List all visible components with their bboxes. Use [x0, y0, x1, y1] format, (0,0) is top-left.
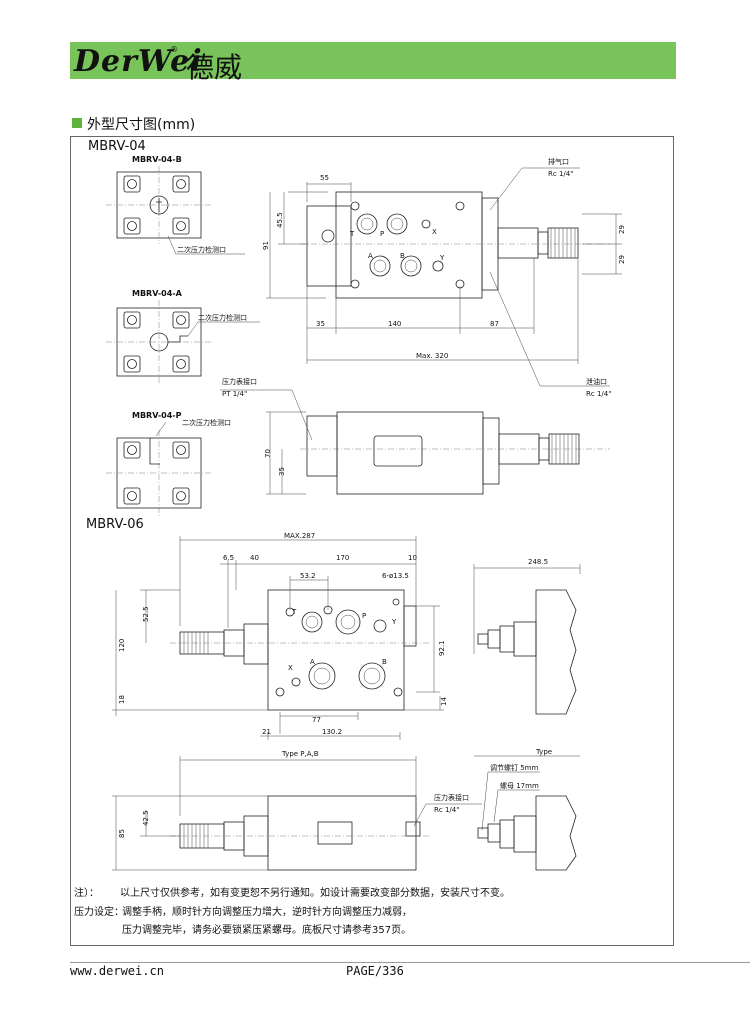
dim-21: 21	[262, 728, 271, 736]
holes-label: 6-ø13.5	[382, 572, 409, 580]
dim-92-1: 92.1	[438, 640, 446, 656]
dim-77: 77	[312, 716, 321, 724]
pressure-text-1: 调整手柄，顺时针方向调整压力增大，逆时针方向调整压力减弱，	[122, 907, 412, 918]
vent-rc-label: Rc 1/4"	[548, 170, 573, 178]
pressure-label: 压力设定：	[74, 907, 124, 918]
dim-87: 87	[490, 320, 499, 328]
note-text: 以上尺寸仅供参考，如有变更恕不另行通知。如设计需要改变部分数据，安装尺寸不变。	[120, 888, 510, 899]
dim-max287: MAX.287	[284, 532, 315, 540]
section-title: 外型尺寸图(mm)	[87, 117, 196, 133]
vent-port-label: 排气口	[548, 157, 569, 166]
view-label-a: MBRV-04-A	[132, 289, 183, 298]
dim-14: 14	[440, 697, 448, 706]
gauge-port-label-04: 压力表接口	[222, 377, 257, 386]
dim-52-5: 52.5	[142, 606, 150, 622]
port-y-04: Y	[439, 254, 445, 262]
dim-42-5: 42.5	[142, 810, 150, 826]
view-mbrv04-p: MBRV-04-P 二次压力检测口	[106, 411, 231, 516]
registered-mark: ®	[170, 45, 178, 54]
dim-130-2: 130.2	[322, 728, 342, 736]
brand-logo-chinese: 德威	[186, 51, 243, 84]
port-p-04: P	[380, 230, 384, 238]
section-bullet-icon	[72, 118, 82, 128]
view-mbrv06-front: T P Y X A B MAX.287 6.5 40 170 10 53.2 6…	[112, 532, 448, 740]
adj-screw-label: 调节螺钉 5mm	[490, 763, 538, 772]
footer-divider	[70, 962, 750, 963]
dim-29a: 29	[618, 225, 626, 234]
view-mbrv04-b: MBRV-04-B 二次压力检测口	[106, 155, 245, 255]
dim-53-2: 53.2	[300, 572, 316, 580]
gauge-rc-label: Rc 1/4"	[434, 806, 459, 814]
dim-55: 55	[320, 174, 329, 182]
dim-18: 18	[118, 695, 126, 704]
type-label: Type	[535, 748, 552, 756]
dim-45-5: 45.5	[276, 212, 284, 228]
port-p-06: P	[362, 612, 366, 620]
brand-logo: DerWei	[74, 44, 203, 79]
technical-drawing: MBRV-04-B 二次压力检测口 MBRV-04-A 二次压力检测口	[106, 155, 626, 871]
port-x-06: X	[288, 664, 293, 672]
port-t-04: T	[349, 230, 355, 238]
page-number: PAGE/336	[346, 964, 404, 978]
secondary-port-label-b: 二次压力检测口	[177, 245, 226, 254]
view-label-p: MBRV-04-P	[132, 411, 182, 420]
view-mbrv06-side: 248.5	[473, 558, 581, 715]
view-mbrv04-front: T P X A B Y 55 45.5 91 29 29 35 140 87 M…	[262, 157, 626, 398]
nut-label: 螺母 17mm	[500, 781, 539, 790]
dim-120: 120	[118, 639, 126, 652]
dim-35v: 35	[278, 467, 286, 476]
secondary-port-label-p: 二次压力检测口	[182, 418, 231, 427]
type-pab-label: Type P,A,B	[281, 750, 319, 758]
dim-10: 10	[408, 554, 417, 562]
dim-140: 140	[388, 320, 401, 328]
drain-rc-label: Rc 1/4"	[586, 390, 611, 398]
view-mbrv04-a: MBRV-04-A 二次压力检测口	[106, 289, 260, 384]
header-banner	[70, 42, 676, 79]
drawing-frame	[70, 136, 674, 946]
port-y-06: Y	[391, 618, 397, 626]
secondary-port-label-a: 二次压力检测口	[198, 313, 247, 322]
footer-website[interactable]: www.derwei.cn	[70, 964, 164, 978]
dim-40: 40	[250, 554, 259, 562]
dim-70: 70	[264, 449, 272, 458]
dim-170: 170	[336, 554, 349, 562]
gauge-port-label-06: 压力表接口	[434, 793, 469, 802]
dim-6-5: 6.5	[223, 554, 234, 562]
port-x-04: X	[432, 228, 437, 236]
dim-91: 91	[262, 241, 270, 250]
dim-248-5: 248.5	[528, 558, 548, 566]
view-label-b: MBRV-04-B	[132, 155, 182, 164]
port-b-04: B	[400, 252, 405, 260]
model-title-mbrv06: MBRV-06	[86, 517, 144, 532]
view-mbrv06-type-pab: Type P,A,B 85 42.5 压力表接口 Rc 1/4"	[112, 750, 482, 871]
port-a-06: A	[310, 658, 315, 666]
dim-max320: Max. 320	[416, 352, 448, 360]
port-a-04: A	[368, 252, 373, 260]
note-label: 注）：	[74, 888, 99, 899]
gauge-pt-label: PT 1/4"	[222, 390, 247, 398]
view-mbrv04-top: 70 35 压力表接口 PT 1/4"	[220, 377, 610, 495]
model-title-mbrv04: MBRV-04	[88, 139, 146, 154]
port-b-06: B	[382, 658, 387, 666]
pressure-text-2: 压力调整完毕，请务必要锁紧压紧螺母。底板尺寸请参考357页。	[122, 925, 412, 936]
dim-85: 85	[118, 829, 126, 838]
view-mbrv06-type: Type 调节螺钉 5mm 螺母 17mm	[474, 748, 580, 871]
port-t-06: T	[291, 608, 297, 616]
dim-29b: 29	[618, 255, 626, 264]
dim-35: 35	[316, 320, 325, 328]
drain-port-label: 泄油口	[586, 377, 607, 386]
